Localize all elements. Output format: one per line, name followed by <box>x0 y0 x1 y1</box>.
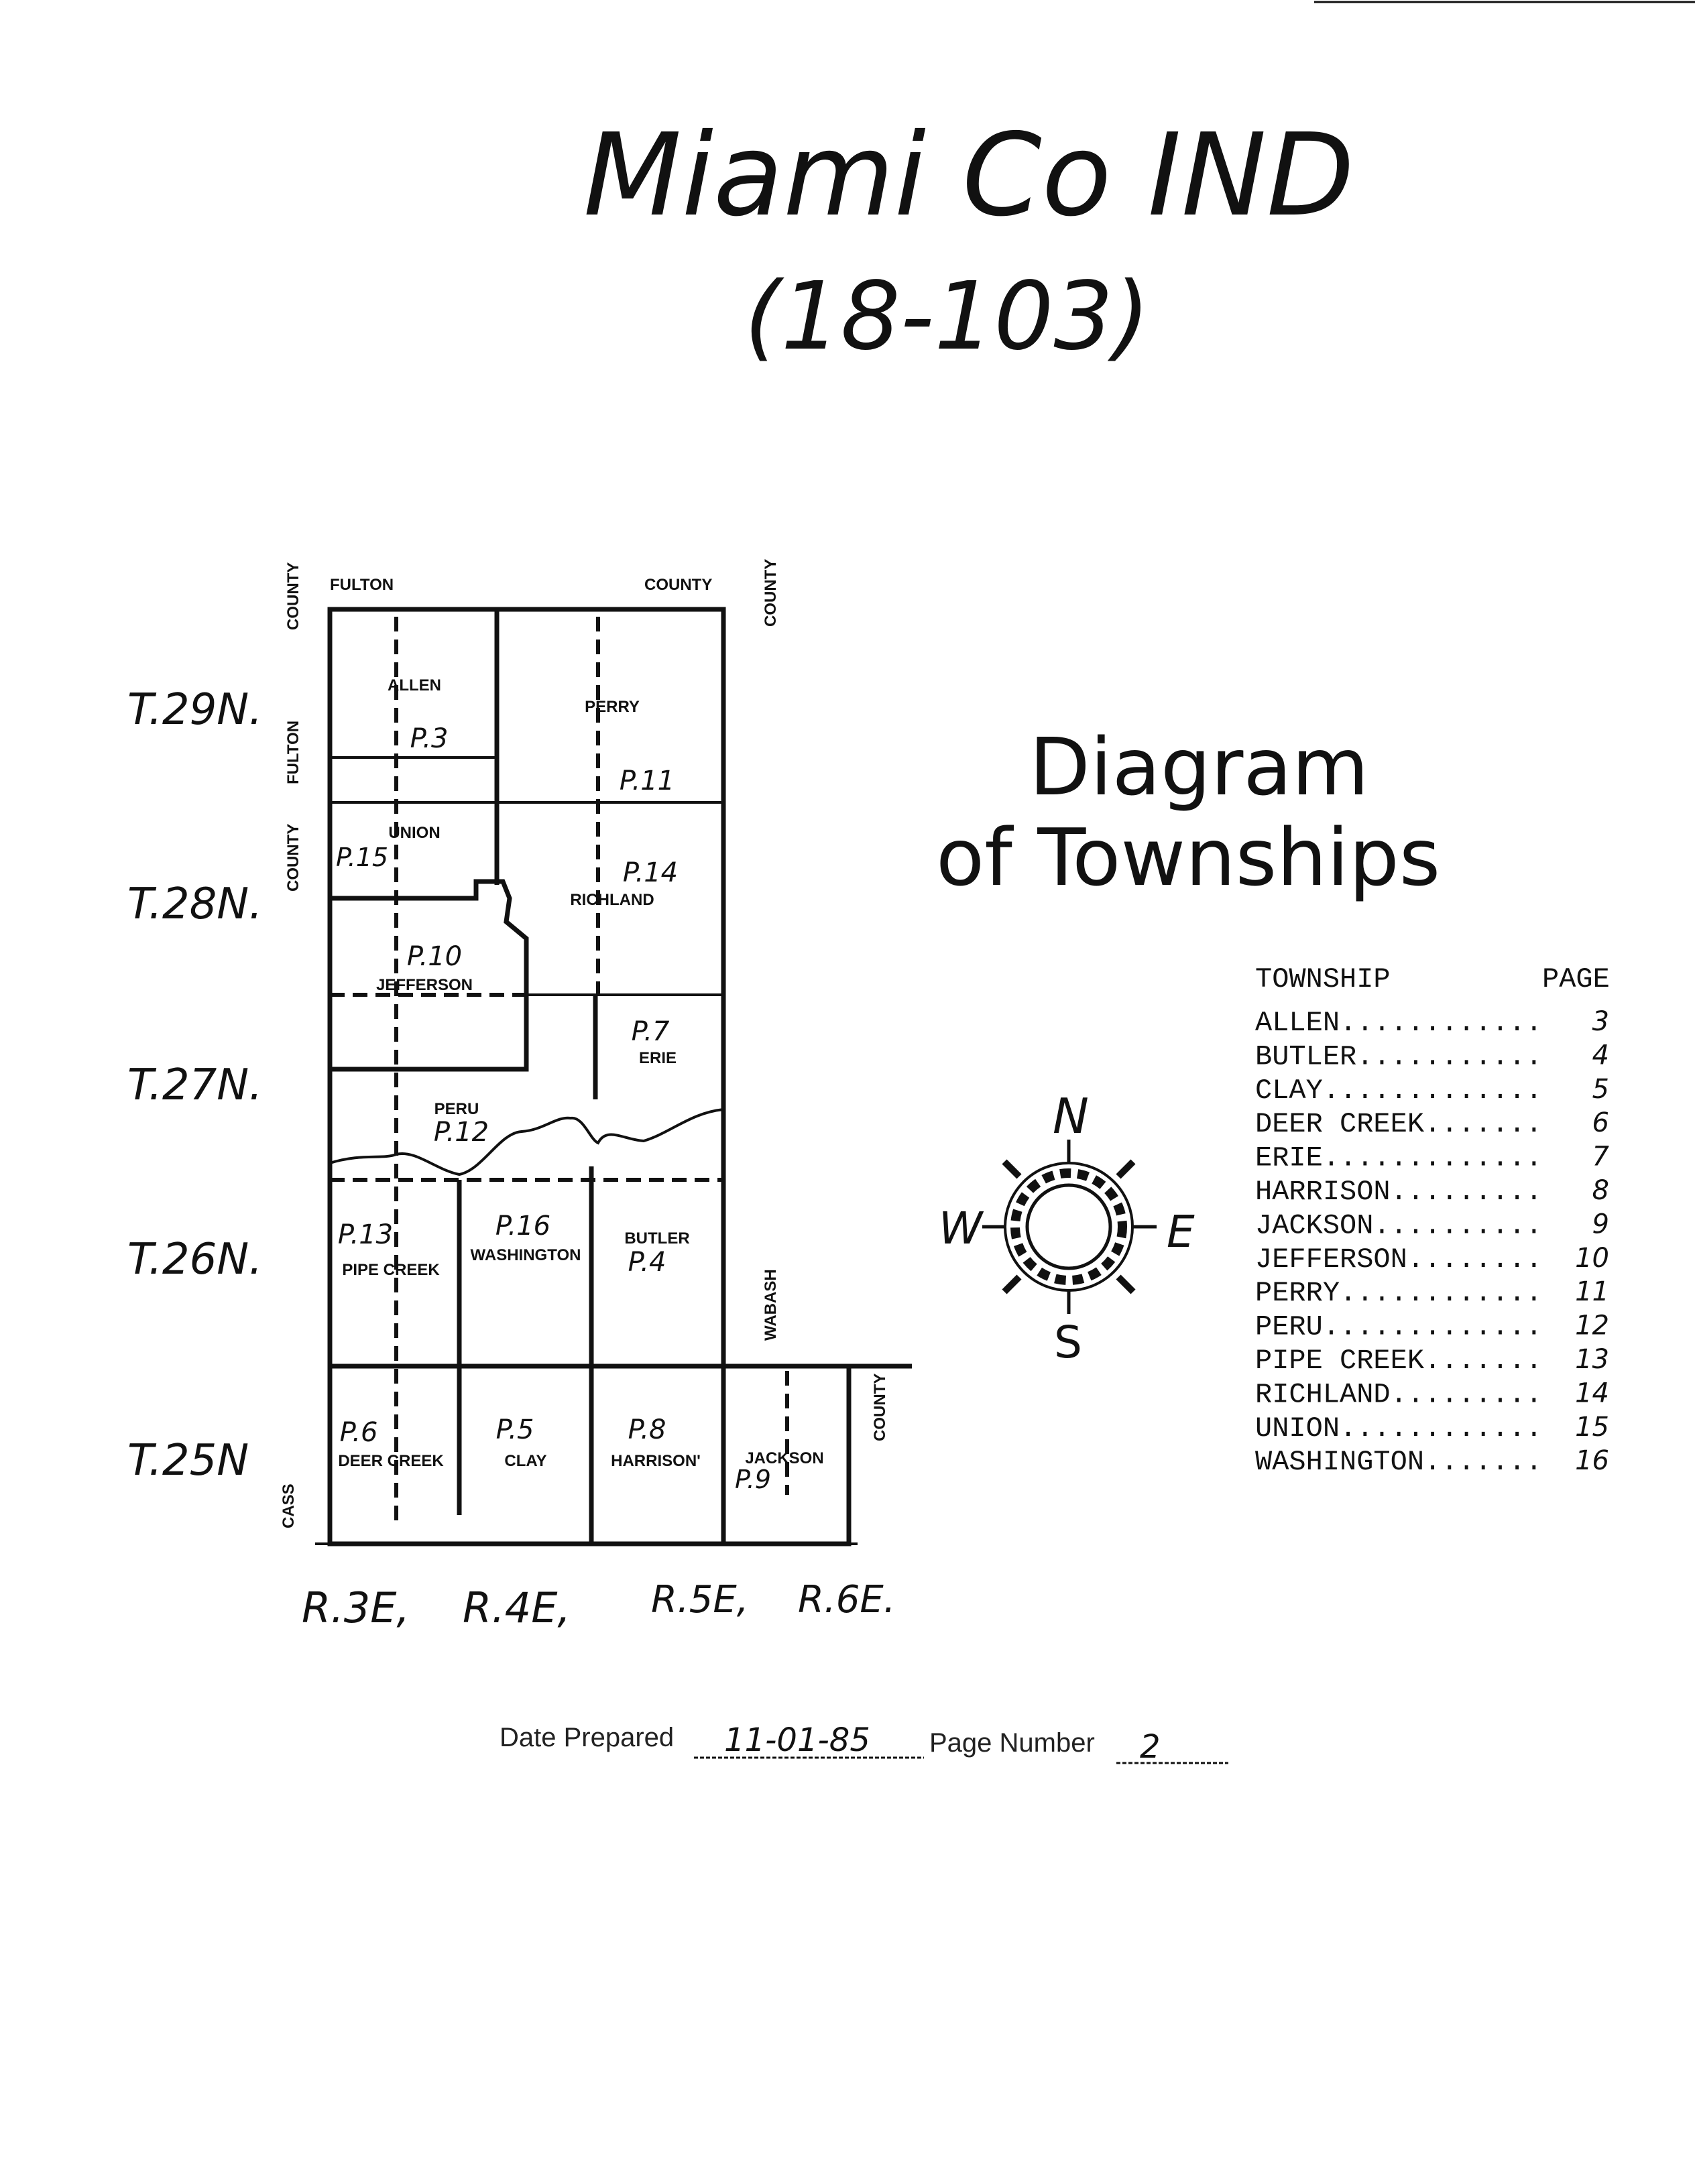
compass-rose-icon <box>982 1140 1157 1314</box>
tier-label: T.25N <box>127 1436 249 1485</box>
page-ref-clay: P.5 <box>496 1414 534 1445</box>
township-allen: ALLEN <box>388 676 441 694</box>
index-row-label: PIPE CREEK....... <box>1255 1345 1542 1377</box>
range-label: R.6E. <box>798 1578 896 1622</box>
compass-west: W <box>939 1203 984 1254</box>
index-row-page: 3 <box>1592 1006 1609 1037</box>
page-number-label: Page Number <box>929 1728 1095 1758</box>
index-row-page: 16 <box>1575 1445 1609 1476</box>
township-peru: PERU <box>434 1100 479 1118</box>
page-ref-harrison: P.8 <box>628 1414 666 1445</box>
tier-label: T.29N. <box>127 685 263 735</box>
index-row-page: 7 <box>1592 1142 1610 1172</box>
page-ref-perry: P.11 <box>620 766 675 796</box>
index-row-page: 6 <box>1592 1107 1609 1138</box>
township-deer-creek: DEER CREEK <box>338 1452 444 1470</box>
page-ref-washington: P.16 <box>495 1211 550 1241</box>
index-row-page: 11 <box>1575 1276 1609 1307</box>
township-jefferson: JEFFERSON <box>376 976 473 994</box>
township-index: TOWNSHIP PAGE ALLEN............ 3BUTLER..… <box>1255 963 1610 1478</box>
page-ref-jackson: P.9 <box>735 1465 771 1494</box>
index-row-label: PERRY............ <box>1255 1277 1542 1309</box>
tier-label: T.26N. <box>127 1235 263 1284</box>
page-ref-pipe-creek: P.13 <box>338 1219 393 1250</box>
index-header-township: TOWNSHIP <box>1255 963 1391 995</box>
border-label-county-right: COUNTY <box>762 559 780 627</box>
border-label-fulton: FULTON <box>330 576 394 594</box>
index-row-page: 10 <box>1575 1243 1609 1274</box>
township-perry: PERRY <box>585 698 640 716</box>
compass-south: S <box>1054 1317 1082 1368</box>
county-border <box>327 607 726 1546</box>
township-map: FULTON COUNTY COUNTY FULTON COUNTY CASS … <box>127 559 912 1632</box>
date-prepared-label: Date Prepared <box>500 1723 674 1752</box>
jefferson-boundary <box>330 879 529 1072</box>
border-label-county-right-2: COUNTY <box>871 1374 889 1441</box>
page-ref-jefferson: P.10 <box>407 941 462 972</box>
index-row-label: BUTLER........... <box>1255 1040 1542 1073</box>
tier-label: T.28N. <box>127 879 263 929</box>
index-row-label: CLAY............. <box>1255 1075 1542 1107</box>
index-row-page: 9 <box>1592 1209 1609 1239</box>
township-richland: RICHLAND <box>570 891 654 909</box>
page-number-value: 2 <box>1140 1728 1161 1766</box>
border-label-wabash: WABASH <box>762 1269 780 1341</box>
township-butler: BUTLER <box>624 1229 689 1248</box>
document-title: Miami Co IND <box>583 109 1354 242</box>
township-washington: WASHINGTON <box>471 1246 581 1264</box>
index-row-label: ERIE............. <box>1255 1142 1542 1174</box>
border-label-county-left-2: COUNTY <box>284 824 302 892</box>
diagram-title-line1: Diagram <box>1029 721 1369 813</box>
page-ref-union: P.15 <box>336 843 388 872</box>
index-row-label: ALLEN............ <box>1255 1007 1542 1039</box>
border-label-county-left-1: COUNTY <box>284 562 302 630</box>
page-ref-peru: P.12 <box>434 1117 489 1148</box>
date-prepared-value: 11-01-85 <box>724 1721 870 1759</box>
township-jackson: JACKSON <box>745 1449 823 1467</box>
wabash-river <box>329 1108 724 1176</box>
index-row-label: DEER CREEK....... <box>1255 1108 1542 1140</box>
range-label: R.3E, <box>302 1583 410 1632</box>
index-row-label: PERU............. <box>1255 1311 1542 1343</box>
range-label: R.5E, <box>651 1578 749 1622</box>
index-row-page: 14 <box>1575 1378 1609 1408</box>
index-row-page: 4 <box>1592 1040 1609 1071</box>
page-ref-richland: P.14 <box>623 857 678 888</box>
index-header-page: PAGE <box>1542 963 1610 995</box>
index-row-label: WASHINGTON....... <box>1255 1446 1542 1478</box>
township-harrison: HARRISON' <box>611 1452 701 1470</box>
township-union: UNION <box>388 824 440 842</box>
range-label: R.4E, <box>463 1583 571 1632</box>
page-ref-erie: P.7 <box>632 1016 670 1047</box>
border-label-county: COUNTY <box>644 576 712 594</box>
diagram-title-line2: of Townships <box>936 811 1440 904</box>
index-row-label: UNION............ <box>1255 1412 1542 1445</box>
document-code: (18-103) <box>744 262 1150 371</box>
index-row-page: 12 <box>1575 1311 1609 1341</box>
township-clay: CLAY <box>504 1452 546 1470</box>
border-label-cass: CASS <box>280 1483 298 1528</box>
page-ref-butler: P.4 <box>628 1247 666 1278</box>
border-label-fulton-left: FULTON <box>284 721 302 784</box>
index-row-page: 5 <box>1592 1074 1609 1105</box>
tier-label: T.27N. <box>127 1060 263 1110</box>
page-ref-allen: P.3 <box>410 723 449 754</box>
index-row-label: RICHLAND......... <box>1255 1378 1542 1410</box>
index-row-label: HARRISON......... <box>1255 1176 1542 1208</box>
index-row-label: JACKSON.......... <box>1255 1209 1542 1241</box>
compass-north: N <box>1053 1088 1089 1144</box>
index-row-page: 13 <box>1575 1344 1609 1375</box>
index-row-page: 8 <box>1592 1175 1609 1206</box>
page-ref-deer-creek: P.6 <box>340 1417 378 1448</box>
township-erie: ERIE <box>639 1049 677 1067</box>
compass-east: E <box>1167 1206 1195 1258</box>
index-row-label: JEFFERSON........ <box>1255 1243 1542 1276</box>
index-row-page: 15 <box>1575 1412 1609 1443</box>
township-pipe-creek: PIPE CREEK <box>342 1261 440 1279</box>
